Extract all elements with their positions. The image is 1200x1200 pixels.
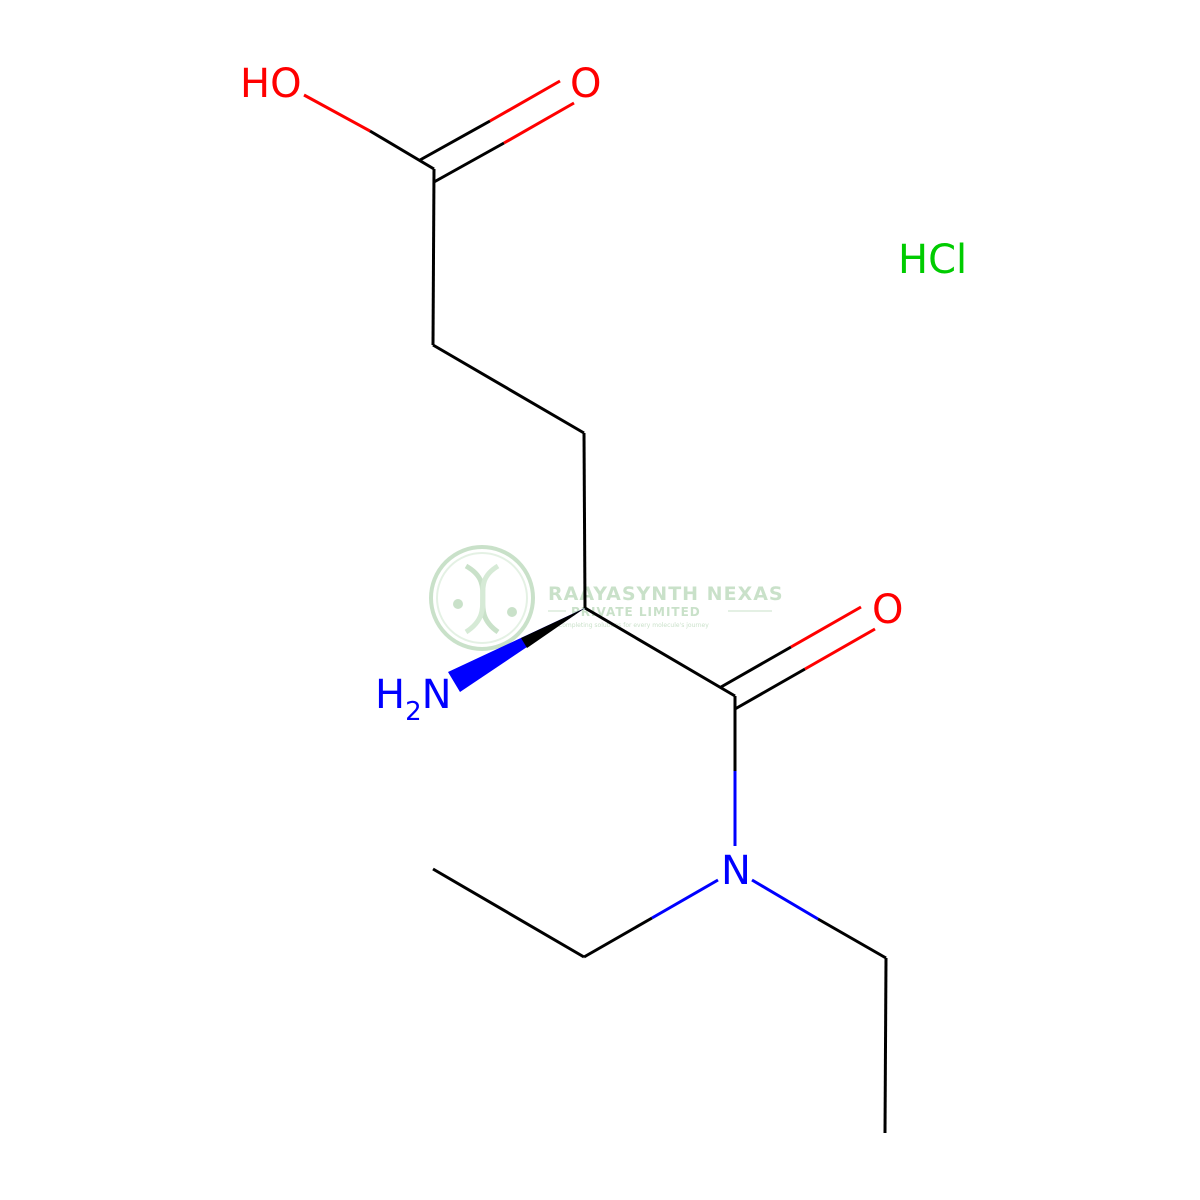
bond-n-ethyl2-n xyxy=(751,878,819,921)
bond-n-ethyl1-n xyxy=(651,878,719,920)
atom-label-amine-n: N xyxy=(422,672,452,718)
atom-label-hydroxyl: HO xyxy=(240,61,302,107)
atom-label-amine-subscript: 2 xyxy=(405,697,422,727)
bond-carbonyl-1b-c xyxy=(433,141,505,184)
watermark-company-type: PRIVATE LIMITED xyxy=(571,605,701,619)
atom-label-amine-h: H xyxy=(375,672,405,718)
bond-n-ethyl1-c xyxy=(583,916,653,959)
bond-c2-c3 xyxy=(432,343,585,435)
watermark-company-name: RAAYASYNTH NEXAS xyxy=(548,583,784,605)
bond-carbonyl-1b-o xyxy=(503,101,575,145)
bond-ethyl2-ch3 xyxy=(883,957,888,1134)
bond-c4-c5 xyxy=(584,606,736,698)
bond-carbonyl-2b-o xyxy=(804,627,876,671)
bond-c3-c4 xyxy=(582,432,587,609)
bond-carbonyl-1a-o xyxy=(489,79,561,123)
bond-hydroxyl-c xyxy=(369,129,435,171)
watermark: RAAYASYNTH NEXAS PRIVATE LIMITED Complet… xyxy=(429,545,784,651)
watermark-tagline: Completing solutions for every molecule'… xyxy=(558,622,709,629)
bond-carbonyl-2b-c xyxy=(734,667,806,711)
bond-ethyl1-ch3 xyxy=(432,867,585,959)
atom-label-carboxyl-oxygen: O xyxy=(570,61,601,107)
bond-carbonyl-2a-o xyxy=(790,605,862,649)
bond-c1-c2 xyxy=(431,168,436,346)
bond-hydroxyl-o xyxy=(303,93,371,133)
salt-label-hcl: HCl xyxy=(898,237,967,283)
atom-label-amide-oxygen: O xyxy=(872,587,903,633)
watermark-logo xyxy=(429,545,535,651)
bond-wedge-amine-dark xyxy=(521,608,585,648)
atom-labels: HO O O H2N N HCl xyxy=(240,61,967,894)
atom-label-amine: H2N xyxy=(375,672,452,727)
bond-carbonyl-1a-c xyxy=(419,119,491,162)
bonds xyxy=(303,79,888,1134)
bond-carbonyl-2a-c xyxy=(720,645,792,689)
atom-label-amide-nitrogen: N xyxy=(721,848,751,894)
bond-n-ethyl2-c xyxy=(817,917,887,960)
